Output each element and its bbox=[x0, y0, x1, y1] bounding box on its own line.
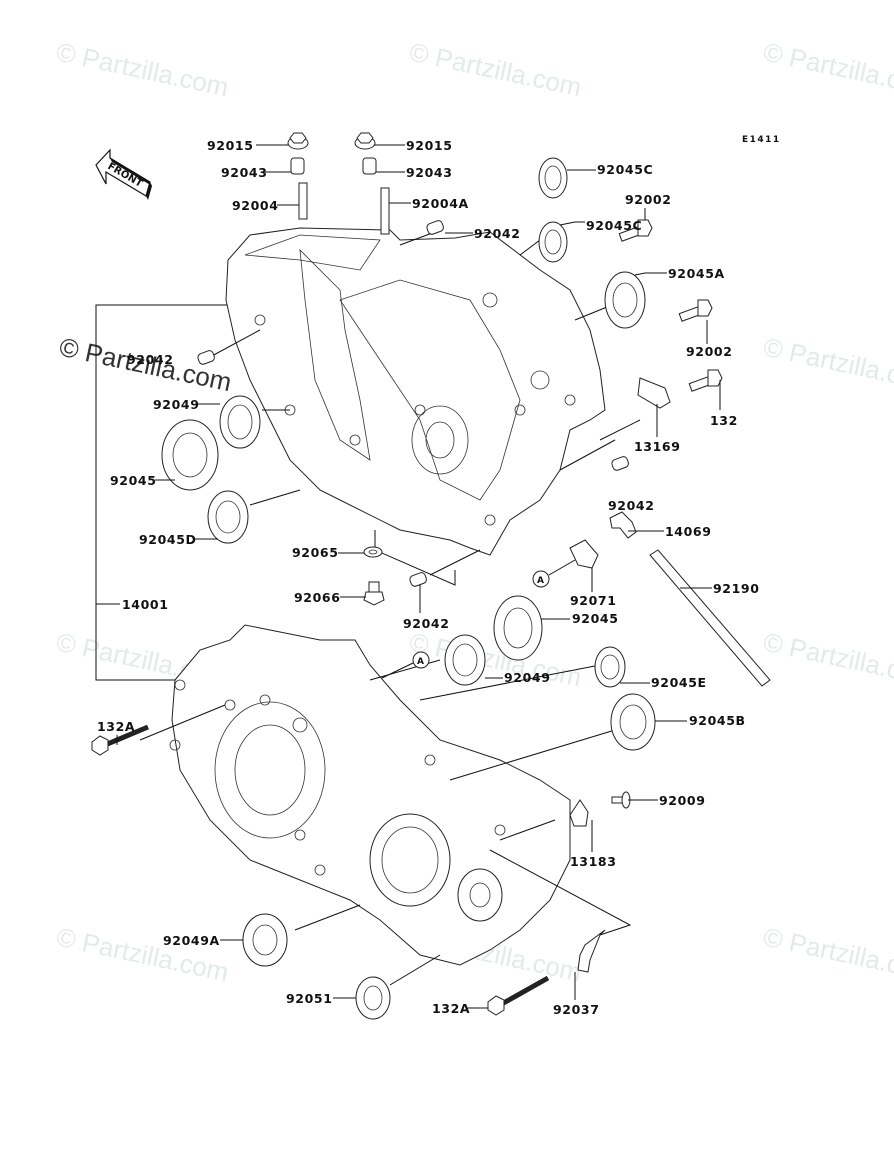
collar-icon bbox=[362, 157, 377, 175]
bearing-icon bbox=[493, 595, 543, 661]
part-label[interactable]: 92045E bbox=[651, 675, 707, 690]
callout-a-marker: A bbox=[532, 570, 550, 588]
part-label[interactable]: 92009 bbox=[659, 793, 706, 808]
washer-icon bbox=[363, 546, 383, 558]
part-label[interactable]: 132A bbox=[432, 1001, 470, 1016]
watermark: © Partzilla.com bbox=[54, 922, 232, 988]
collar-icon bbox=[290, 157, 305, 175]
bearing-icon bbox=[207, 490, 249, 544]
callout-a-marker: A bbox=[412, 651, 430, 669]
part-label[interactable]: 92043 bbox=[406, 165, 453, 180]
watermark: © Partzilla.com bbox=[54, 37, 232, 103]
part-label[interactable]: 92002 bbox=[625, 192, 672, 207]
part-label[interactable]: 92042 bbox=[403, 616, 450, 631]
part-label[interactable]: 92066 bbox=[294, 590, 341, 605]
drain-plug-icon bbox=[363, 581, 385, 606]
bearing-icon bbox=[538, 157, 568, 199]
part-label[interactable]: 13169 bbox=[634, 439, 681, 454]
lower-crankcase bbox=[169, 624, 571, 966]
bearing-icon bbox=[594, 646, 626, 688]
plate-icon bbox=[637, 377, 671, 409]
upper-crankcase bbox=[225, 227, 606, 556]
oil-seal-icon bbox=[219, 395, 261, 449]
bearing-icon bbox=[161, 419, 219, 491]
bolt-icon bbox=[618, 219, 653, 242]
part-label[interactable]: 92045B bbox=[689, 713, 746, 728]
part-label[interactable]: 92045 bbox=[110, 473, 157, 488]
part-label[interactable]: 92045C bbox=[597, 162, 653, 177]
damper-icon bbox=[569, 539, 599, 569]
clamp-icon bbox=[577, 929, 606, 973]
part-label[interactable]: 92042 bbox=[127, 352, 174, 367]
stud-icon bbox=[298, 182, 308, 220]
dowel-pin-icon bbox=[426, 220, 444, 235]
part-label[interactable]: 14069 bbox=[665, 524, 712, 539]
bearing-icon bbox=[604, 271, 646, 329]
part-label[interactable]: 92071 bbox=[570, 593, 617, 608]
part-label[interactable]: 14001 bbox=[122, 597, 169, 612]
part-label[interactable]: 92045D bbox=[139, 532, 196, 547]
svg-text:A: A bbox=[537, 576, 544, 586]
part-label[interactable]: 92065 bbox=[292, 545, 339, 560]
watermark: © Partzilla.com bbox=[761, 627, 894, 693]
dowel-pin-icon bbox=[409, 572, 427, 587]
part-label[interactable]: 132 bbox=[710, 413, 738, 428]
part-label[interactable]: 92002 bbox=[686, 344, 733, 359]
stud-icon bbox=[380, 187, 390, 235]
part-label[interactable]: 92049 bbox=[153, 397, 200, 412]
part-label[interactable]: 132A bbox=[97, 719, 135, 734]
diagram-code: E1411 bbox=[742, 135, 781, 145]
part-label[interactable]: 92004A bbox=[412, 196, 469, 211]
svg-text:A: A bbox=[417, 657, 424, 667]
oil-seal-icon bbox=[355, 976, 391, 1020]
part-label[interactable]: 92015 bbox=[406, 138, 453, 153]
part-label[interactable]: 92037 bbox=[553, 1002, 600, 1017]
bearing-icon bbox=[538, 221, 568, 263]
crankcase-bracket-line bbox=[95, 304, 228, 681]
leader-lines bbox=[116, 144, 721, 1009]
part-label[interactable]: 92049A bbox=[163, 933, 220, 948]
nut-icon bbox=[287, 132, 309, 150]
watermark: © Partzilla.com bbox=[761, 332, 894, 398]
oil-seal-icon bbox=[242, 913, 288, 967]
watermark: © Partzilla.com bbox=[761, 922, 894, 988]
screw-icon bbox=[611, 791, 631, 809]
part-label[interactable]: 92004 bbox=[232, 198, 279, 213]
watermark: © Partzilla.com bbox=[761, 37, 894, 103]
bearing-icon bbox=[610, 693, 656, 751]
elbow-icon bbox=[609, 511, 637, 539]
bolt-icon bbox=[678, 299, 713, 322]
part-label[interactable]: 92190 bbox=[713, 581, 760, 596]
bolt-icon bbox=[688, 369, 723, 392]
bolt-icon bbox=[487, 975, 550, 1016]
dowel-pin-icon bbox=[197, 350, 215, 365]
bolt-icon bbox=[91, 724, 149, 756]
oil-seal-icon bbox=[444, 634, 486, 686]
nut-icon bbox=[354, 132, 376, 150]
dowel-pin-icon bbox=[611, 456, 629, 471]
part-label[interactable]: 92042 bbox=[608, 498, 655, 513]
part-label[interactable]: 92045A bbox=[668, 266, 725, 281]
front-arrow-icon: FRONT bbox=[95, 148, 152, 200]
part-labels: 92015 92015 92043 92043 92004 92004A 920… bbox=[97, 138, 760, 1017]
part-label[interactable]: 92015 bbox=[207, 138, 254, 153]
part-label[interactable]: 92042 bbox=[474, 226, 521, 241]
watermark: © Partzilla.com bbox=[407, 37, 585, 103]
plate-icon bbox=[569, 799, 589, 827]
part-label[interactable]: 13183 bbox=[570, 854, 617, 869]
part-label[interactable]: 92045 bbox=[572, 611, 619, 626]
breather-tube-icon bbox=[649, 549, 771, 687]
part-label[interactable]: 92049 bbox=[504, 670, 551, 685]
part-label[interactable]: 92045C bbox=[586, 218, 642, 233]
small-parts: A A bbox=[91, 132, 771, 1020]
part-label[interactable]: 92043 bbox=[221, 165, 268, 180]
part-label[interactable]: 92051 bbox=[286, 991, 333, 1006]
